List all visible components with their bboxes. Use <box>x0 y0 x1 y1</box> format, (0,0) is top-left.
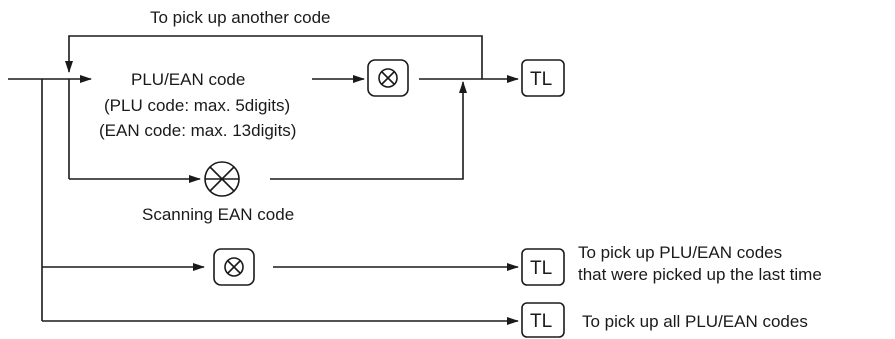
tl-key-label: TL <box>530 311 552 332</box>
tl-key-label: TL <box>530 69 552 90</box>
tl-key-all[interactable]: TL <box>521 302 565 338</box>
all-codes-label: To pick up all PLU/EAN codes <box>582 312 808 331</box>
multiply-key-2[interactable] <box>213 248 255 286</box>
plu-digits-label: (PLU code: max. 5digits) <box>104 96 290 115</box>
tl-key-main[interactable]: TL <box>521 59 565 97</box>
scan-return-line <box>270 81 467 180</box>
loop-back-line <box>65 35 483 79</box>
circled-times-icon <box>224 257 244 277</box>
tl-key-last-time[interactable]: TL <box>521 248 565 286</box>
tl-key-label: TL <box>530 258 552 279</box>
loop-label: To pick up another code <box>150 8 331 27</box>
plu-ean-code-label: PLU/EAN code <box>131 70 245 89</box>
circled-times-icon <box>378 68 398 88</box>
last-time-label-line1: To pick up PLU/EAN codes <box>578 243 782 262</box>
multiply-key[interactable] <box>367 59 409 97</box>
scanning-label: Scanning EAN code <box>142 205 294 224</box>
last-time-label-line2: that were picked up the last time <box>578 265 822 284</box>
ean-digits-label: (EAN code: max. 13digits) <box>99 121 296 140</box>
scanner-wheel-icon[interactable] <box>204 161 240 197</box>
